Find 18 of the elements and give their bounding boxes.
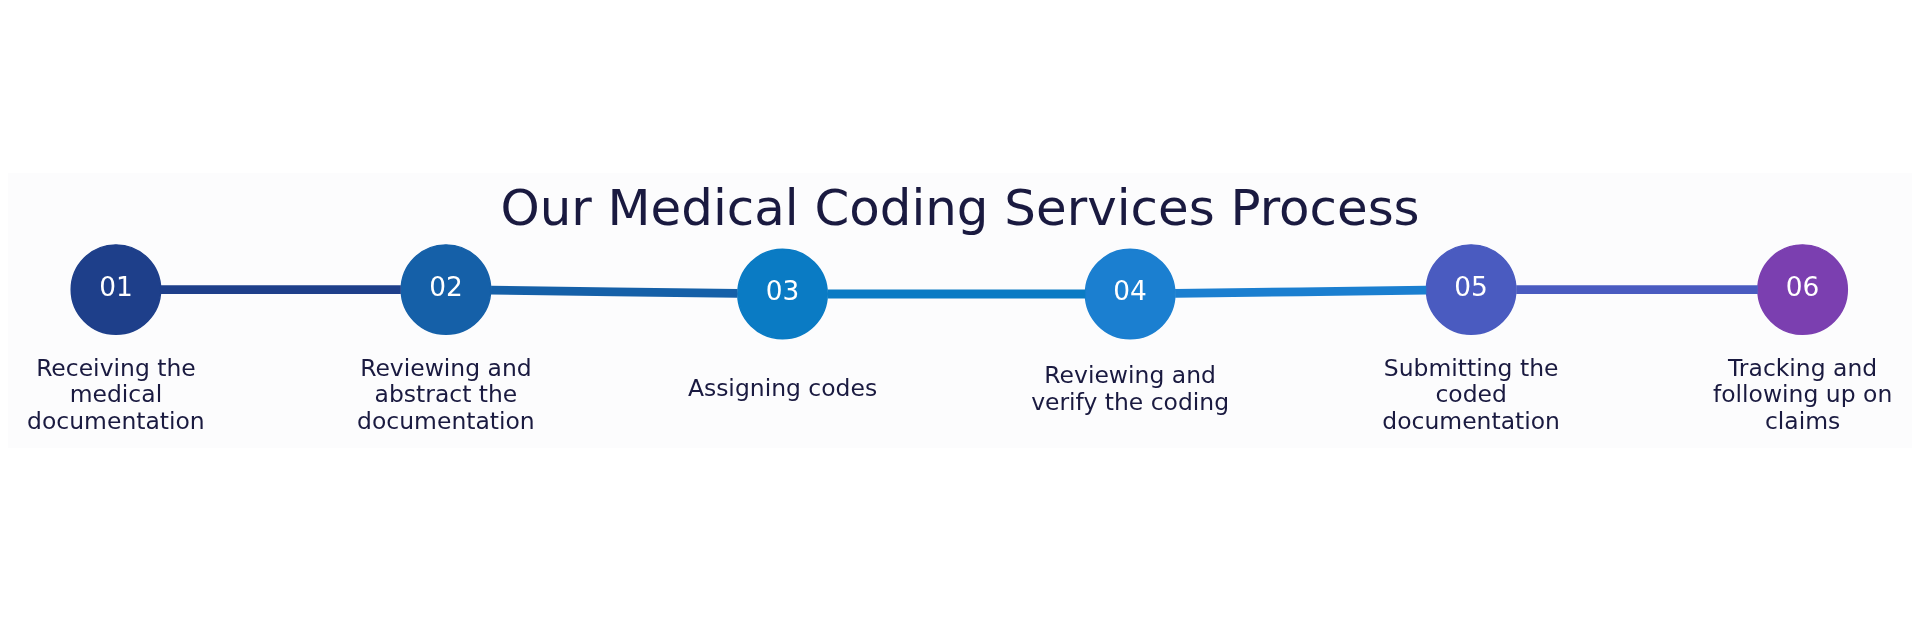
node-label: Reviewing and abstract the documentation bbox=[357, 353, 535, 435]
connector bbox=[1516, 284, 1758, 294]
node-label: Assigning codes bbox=[687, 373, 878, 402]
node-circle: 04 bbox=[1084, 248, 1176, 339]
connector bbox=[160, 284, 401, 294]
node-label: Receiving the medical documentation bbox=[27, 353, 205, 435]
connector bbox=[1175, 285, 1427, 298]
node-label: Submitting the coded documentation bbox=[1382, 353, 1560, 435]
node-circle: 03 bbox=[737, 248, 828, 339]
node-circle: 06 bbox=[1757, 243, 1849, 335]
node-circle: 05 bbox=[1425, 243, 1517, 335]
node-circle: 01 bbox=[70, 243, 162, 335]
connector bbox=[490, 285, 738, 298]
connector bbox=[827, 289, 1086, 298]
node-circle: 02 bbox=[400, 243, 492, 335]
diagram-title: Our Medical Coding Services Process bbox=[500, 178, 1420, 237]
node-label: Reviewing and verify the coding bbox=[1031, 360, 1230, 416]
node-label: Tracking and following up on claims bbox=[1712, 353, 1893, 435]
